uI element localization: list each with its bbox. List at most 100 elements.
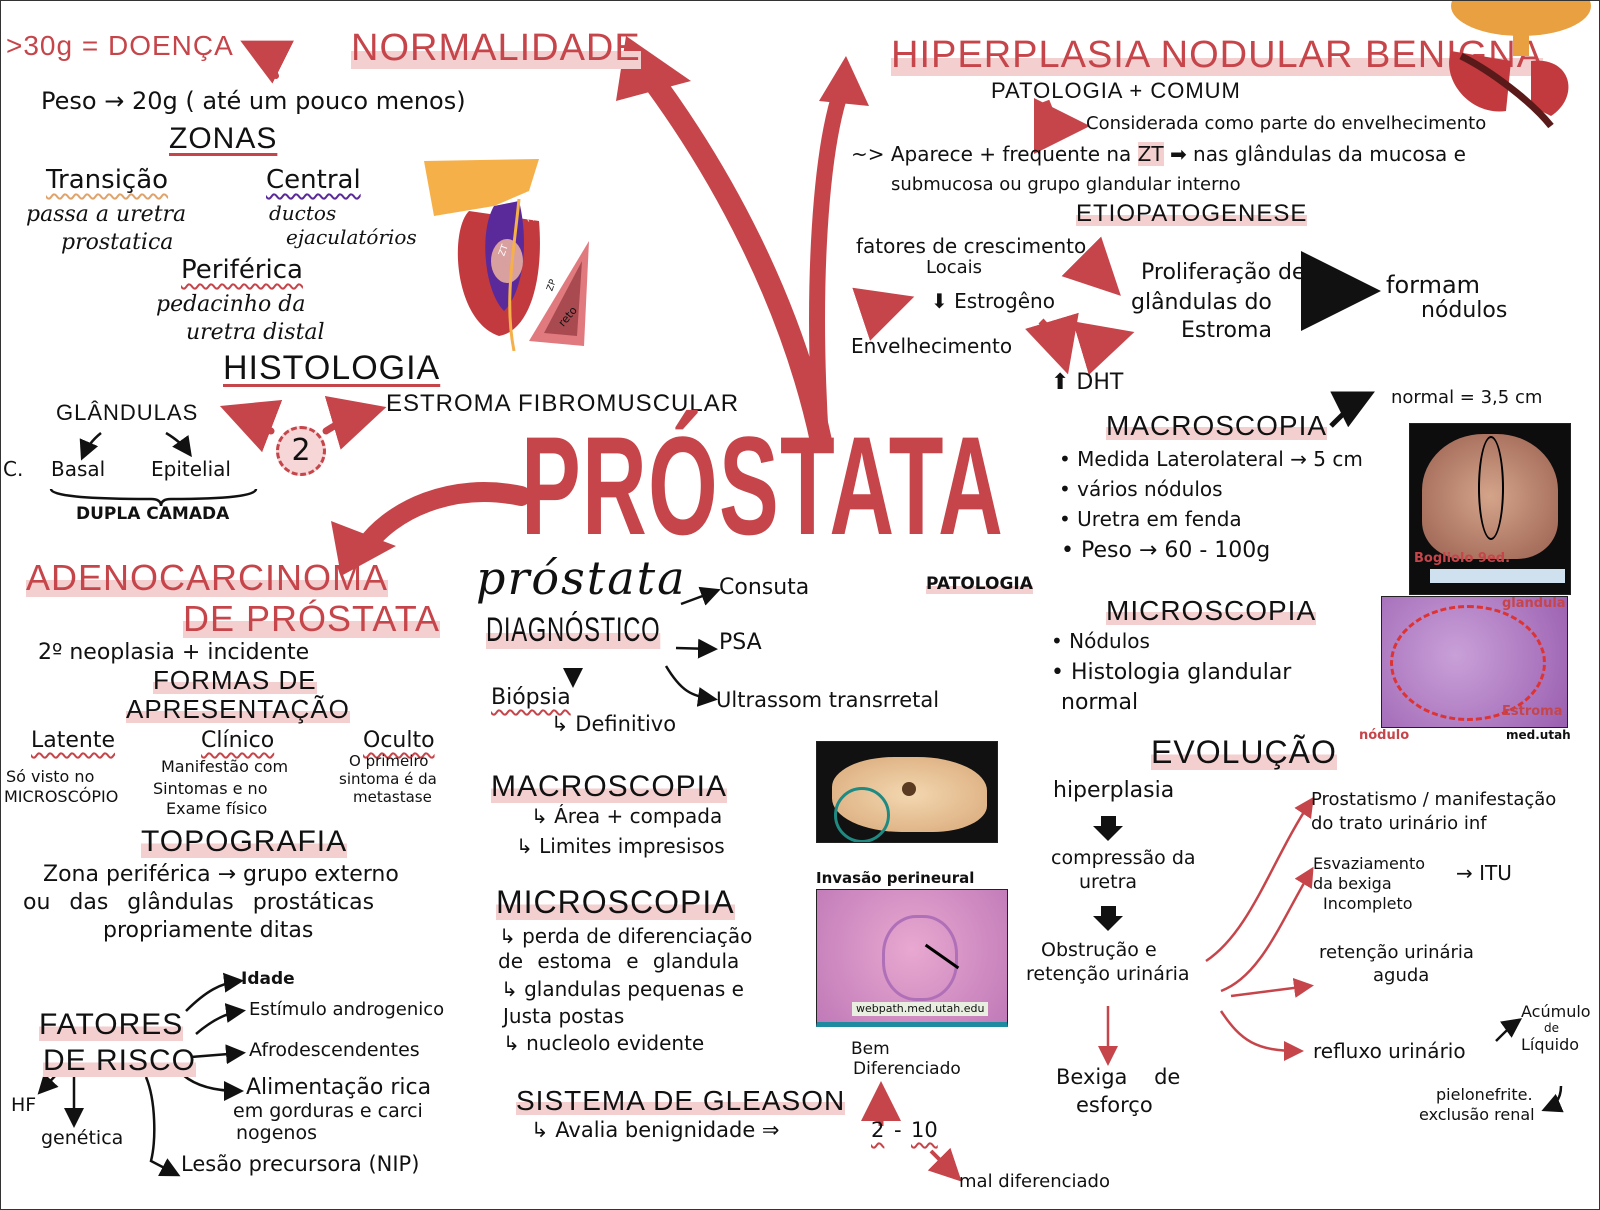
zone-central-desc: ejaculatórios (286, 225, 417, 249)
main-y-arrows (219, 36, 869, 576)
evo-itu: → ITU (1456, 861, 1512, 885)
etio-proliferacao: Proliferação de (1141, 260, 1306, 285)
topografia-title: TOPOGRAFIA (141, 825, 348, 858)
fator-idade: Idade (241, 969, 295, 989)
forma-oculto: Oculto (363, 728, 435, 753)
hnb-micro-item: • Nódulos (1051, 629, 1150, 653)
forma-clinico-desc: Manifestão com (161, 757, 289, 776)
evolucao-title: EVOLUÇÃO (1151, 734, 1337, 770)
micro-label-nodulo: nódulo (1359, 728, 1410, 743)
hnb-macro-item: • Medida Laterolateral → 5 cm (1059, 447, 1363, 471)
bem-diferenciado: Bem (851, 1039, 890, 1059)
fator-androgenico: Estímulo androgenico (249, 999, 445, 1020)
evo-prostatismo: Prostatismo / manifestação (1311, 789, 1557, 810)
disease-threshold: >30g = DOENÇA (6, 30, 234, 61)
diagnostico-title: DIAGNÓSTICO (486, 611, 661, 649)
adeno-macro-photo (816, 741, 998, 843)
formas-title: FORMAS DE (153, 665, 317, 695)
micro-label-estroma: Estroma (1502, 704, 1563, 719)
cell-basal: Basal (51, 457, 106, 481)
topografia-line: Zona periférica → grupo externo (43, 862, 399, 887)
forma-latente: Latente (31, 728, 116, 753)
zt-highlight: ZT (1137, 142, 1164, 166)
forma-oculto-desc: O primeiro (349, 752, 429, 770)
evo-pielonefrite: pielonefrite. (1436, 1085, 1533, 1104)
evo-hiperplasia: hiperplasia (1053, 778, 1175, 803)
photo-credit: Bogliolo 9ed. (1414, 551, 1511, 566)
estroma-label: ESTROMA FIBROMUSCULAR (386, 390, 740, 417)
hnb-macro-title: MACROSCOPIA (1106, 410, 1328, 441)
hnb-micro-item: normal (1061, 690, 1139, 715)
hnb-considerada: Considerada como parte do envelhecimento (1086, 113, 1487, 134)
zonas-title: ZONAS (169, 122, 278, 155)
adeno-macro-item: ↳ Limites impresisos (516, 834, 725, 858)
hnb-arrows (852, 98, 1135, 375)
etio-nodulos: nódulos (1421, 298, 1508, 323)
topografia-line: ou das glândulas prostáticas (23, 890, 375, 915)
bladder-prostate-illustration (1431, 1, 1599, 131)
hnb-subtitle: PATOLOGIA + COMUM (991, 78, 1241, 103)
fator-afrodescendentes: Afrodescendentes (249, 1039, 420, 1061)
evo-bexiga: esforço (1076, 1093, 1153, 1117)
adeno-micro-title: MICROSCOPIA (496, 884, 735, 920)
evo-pielonefrite: exclusão renal (1419, 1105, 1535, 1124)
fator-hf: HF (11, 1094, 37, 1116)
diag-psa: PSA (719, 630, 762, 655)
etiopatogenese-title: ETIOPATOGENESE (1076, 200, 1308, 227)
fator-alimentacao: em gorduras e carci (233, 1100, 423, 1122)
evo-esvaziamento: da bexiga (1313, 874, 1392, 893)
evo-compressao: compressão da (1051, 847, 1196, 869)
hnb-macro-item: • Peso → 60 - 100g (1061, 538, 1271, 563)
histologia-count-badge: 2 (276, 426, 326, 476)
etio-fatores: fatores de crescimento (856, 234, 1087, 258)
normal-weight: Peso → 20g ( até um pouco menos) (41, 87, 466, 115)
etio-estrogeno: ⬇ Estrogêno (931, 289, 1055, 313)
diag-biopsia: Biópsia (491, 685, 571, 710)
zone-periferica-desc: pedacinho da (156, 292, 306, 317)
forma-clinico-desc: Sintomas e no (153, 779, 268, 798)
evo-bexiga: Bexiga de (1056, 1065, 1181, 1089)
formas-title: APRESENTAÇÃO (126, 694, 350, 724)
hnb-micro-item: • Histologia glandular (1051, 660, 1292, 685)
adeno-macro-title: MACROSCOPIA (491, 770, 728, 803)
adeno-micro-item: de estoma e glandula (498, 949, 740, 973)
gleason-min: 2 (871, 1118, 885, 1142)
histologia-title: HISTOLOGIA (223, 349, 441, 387)
hnb-micro-photo: glandula Estroma (1381, 596, 1568, 728)
fator-genetica: genética (41, 1127, 124, 1149)
invasao-perineural-label: Invasão perineural (816, 869, 975, 887)
black-arrows (37, 251, 1564, 1177)
etio-formam: formam (1386, 271, 1481, 299)
gleason-text: ↳ Avalia benignidade ⇒ (531, 1118, 780, 1142)
cell-prefix: C. (3, 457, 24, 481)
hnb-aparece-line: ~> Aparece + frequente na ZT ➡ nas glând… (851, 142, 1466, 166)
patologia-label: PATOLOGIA (926, 574, 1033, 594)
evo-refluxo: refluxo urinário (1313, 1039, 1466, 1063)
adeno-micro-item: ↳ nucleolo evidente (503, 1031, 705, 1055)
zone-central: Central (266, 165, 361, 195)
hnb-aparece-text: ~> Aparece + frequente na (851, 142, 1132, 166)
gleason-max: 10 (911, 1118, 938, 1142)
adeno-micro-item: ↳ glandulas pequenas e (501, 977, 744, 1001)
evo-obstrucao: retenção urinária (1026, 963, 1190, 985)
zone-transicao-desc: prostatica (61, 230, 174, 255)
evo-acumulo: Líquido (1521, 1035, 1580, 1054)
adeno-micro-photo: webpath.med.utah.edu (816, 889, 1008, 1027)
forma-latente-desc: MICROSCÓPIO (4, 787, 119, 806)
evo-compressao: uretra (1079, 871, 1138, 893)
evolucao-down-arrows (1093, 816, 1123, 931)
adeno-macro-item: ↳ Área + compada (531, 804, 723, 828)
glandulas-label: GLÂNDULAS (56, 400, 199, 425)
forma-latente-desc: Só visto no (6, 767, 95, 786)
gleason-title: SISTEMA DE GLEASON (516, 1085, 846, 1116)
normal-size: normal = 3,5 cm (1391, 387, 1543, 408)
prostate-zones-diagram: ZT ZC ZP reto (419, 151, 599, 352)
evo-prostatismo: do trato urinário inf (1311, 813, 1487, 834)
zone-central-desc: ductos (269, 201, 337, 225)
etio-envelhecimento: Envelhecimento (851, 334, 1013, 358)
evo-obstrucao: Obstrução e (1041, 939, 1157, 961)
zone-transicao: Transição (46, 165, 169, 195)
main-title-script: próstata (476, 551, 687, 605)
